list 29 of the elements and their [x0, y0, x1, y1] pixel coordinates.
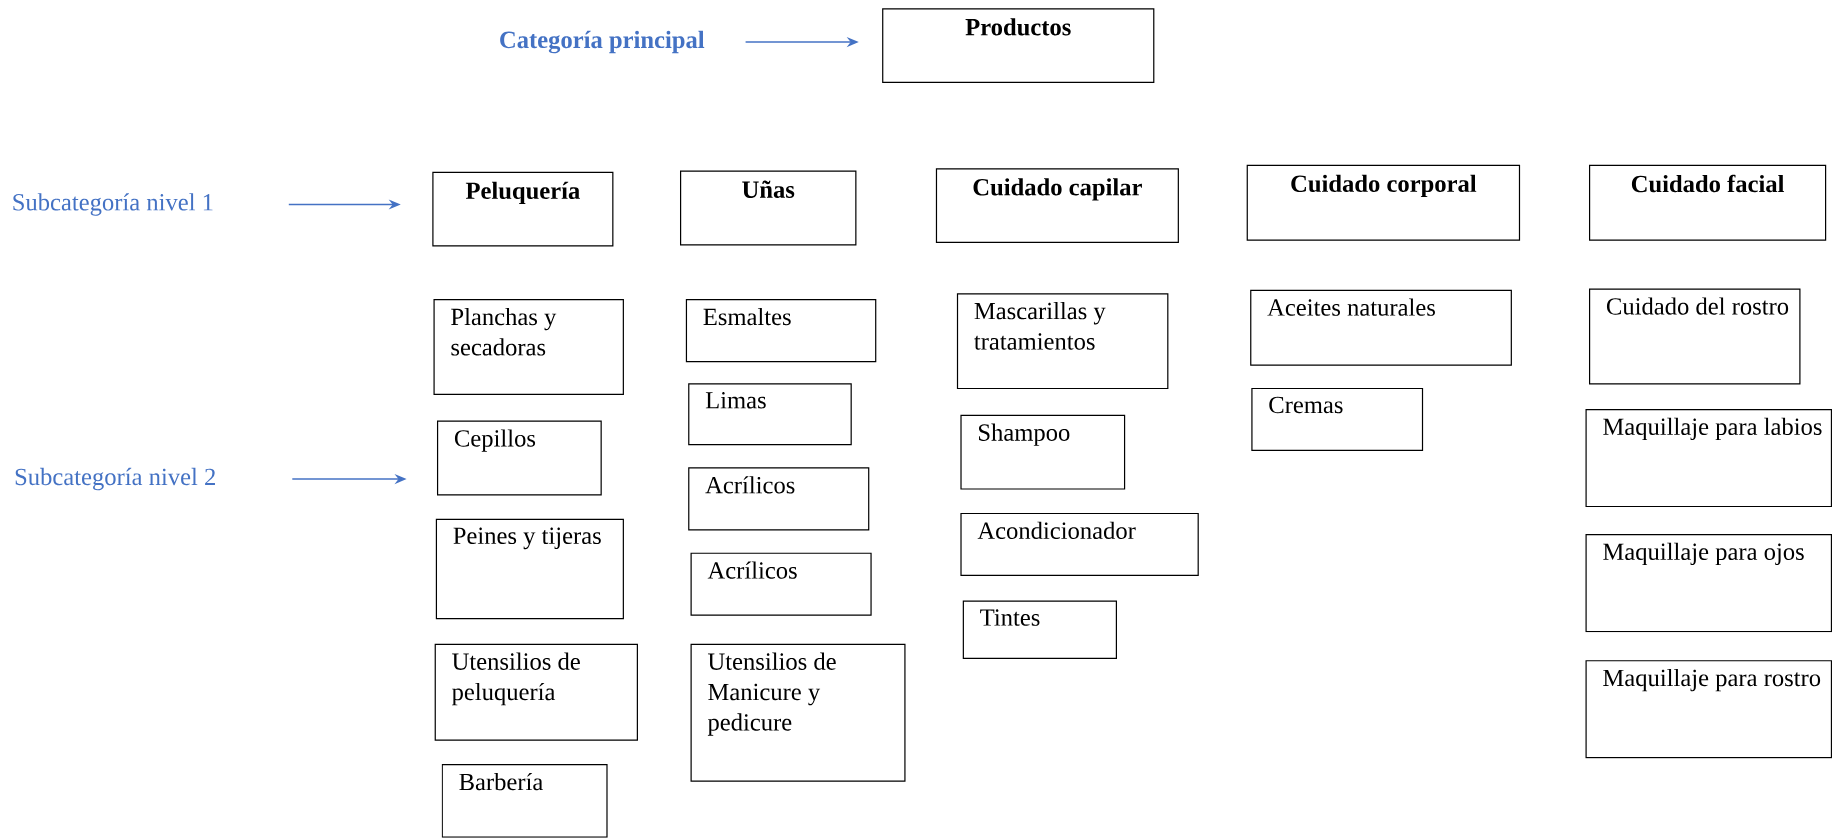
subcategory-box: Maquillaje para labios — [1585, 409, 1832, 508]
subcategory-box: Mascarillas y tratamientos — [956, 293, 1169, 390]
category-box: Cuidado facial — [1589, 164, 1827, 241]
subcategory-box: Esmaltes — [685, 299, 877, 363]
subcategory-box: Acondicionador — [960, 513, 1199, 577]
category-box: Cuidado capilar — [935, 168, 1179, 244]
subcategory-box: Barbería — [441, 764, 608, 838]
subcategory-box: Cepillos — [436, 420, 602, 496]
subcategory-box: Maquillaje para rostro — [1585, 660, 1832, 759]
category-box: Productos — [882, 8, 1155, 84]
subcategory-box: Utensilios de peluquería — [434, 643, 638, 741]
subcategory-box: Maquillaje para ojos — [1585, 534, 1832, 633]
category-box: Peluquería — [432, 171, 614, 247]
subcategory-box: Cremas — [1251, 388, 1424, 452]
subcategory-box: Tintes — [962, 600, 1117, 660]
subcategory-box: Peines y tijeras — [435, 518, 624, 620]
subcategory-box: Acrílicos — [688, 467, 870, 531]
level-label: Subcategoría nivel 2 — [15, 468, 215, 491]
subcategory-box: Aceites naturales — [1250, 289, 1512, 366]
level-label: Categoría principal — [500, 30, 705, 54]
subcategory-box: Acrílicos — [690, 552, 872, 616]
subcategory-box: Shampoo — [960, 414, 1126, 490]
level-label: Subcategoría nivel 1 — [13, 193, 213, 216]
subcategory-box: Limas — [688, 383, 852, 446]
subcategory-box: Planchas y secadoras — [433, 299, 624, 396]
subcategory-box: Cuidado del rostro — [1589, 288, 1801, 385]
category-box: Uñas — [680, 170, 857, 246]
category-box: Cuidado corporal — [1246, 164, 1521, 241]
subcategory-box: Utensilios de Manicure y pedicure — [690, 643, 906, 782]
